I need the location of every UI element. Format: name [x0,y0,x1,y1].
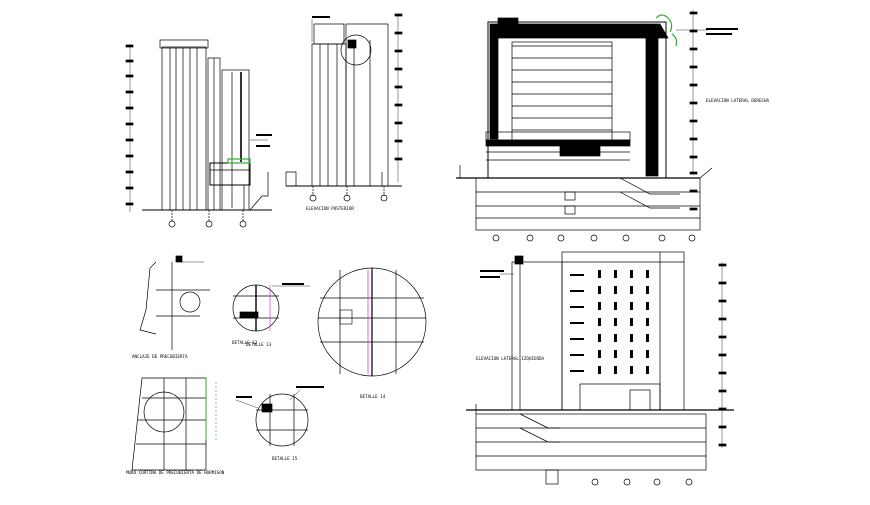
label-detalle-12: DETALLE 12 [232,340,258,345]
label-muro-cortina: MURO CORTINA DE PRECUBIERTA DE HORMIGON [126,470,225,475]
level-tags-middle [394,13,403,182]
level-tags-right-top [689,10,698,211]
elevation-4 [466,251,734,486]
label-elevacion-lateral-derecha: ELEVACION LATERAL DERECHA [706,98,770,103]
elevation-1 [125,39,272,228]
label-elevacion-lateral-izquierda: ELEVACION LATERAL IZQUIERDA [476,356,545,361]
label-detalle-15: DETALLE 15 [272,456,298,461]
elevation-3 [456,10,738,242]
label-elevacion-posterior: ELEVACION POSTERIOR [306,206,354,211]
label-detalle-13: DETALLE 13 [246,342,272,347]
level-tags-right-bottom [718,262,727,448]
details-middle [232,267,427,447]
level-tags-left [125,44,134,212]
label-detalle-14: DETALLE 14 [360,394,386,399]
details-left [131,255,217,471]
window-grid [570,270,649,374]
elevation-2 [285,13,403,202]
label-anclaje-precubierta: ANCLAJE DE PRECUBIERTA [132,354,188,359]
